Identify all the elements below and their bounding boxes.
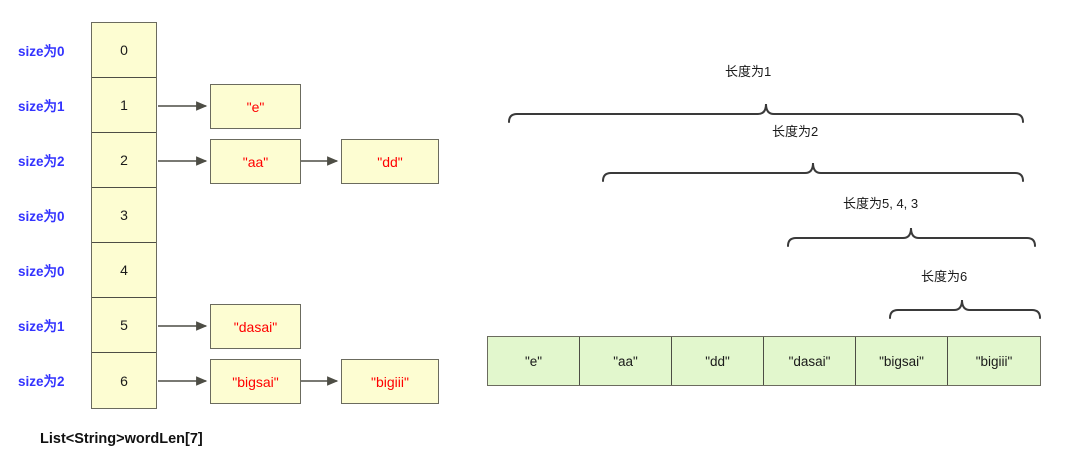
node-box-e[interactable]: "e" — [210, 84, 301, 129]
array-cell-4[interactable]: 4 — [92, 243, 156, 298]
brace-label-length-6: 长度为6 — [921, 269, 968, 284]
brace-label-length-5-4-3: 长度为5, 4, 3 — [843, 196, 919, 211]
array-cell-3[interactable]: 3 — [92, 188, 156, 243]
node-box-bigsai[interactable]: "bigsai" — [210, 359, 301, 404]
brace-length-2 — [602, 162, 1024, 182]
array-cell-2[interactable]: 2 — [92, 133, 156, 188]
size-label-0: size为0 — [18, 44, 65, 59]
array-cell-5[interactable]: 5 — [92, 298, 156, 353]
result-cell-2[interactable]: "dd" — [672, 337, 764, 385]
size-label-6: size为2 — [18, 374, 65, 389]
array-cell-1[interactable]: 1 — [92, 78, 156, 133]
array-caption: List<String>wordLen[7] — [40, 431, 203, 447]
array-cell-0[interactable]: 0 — [92, 23, 156, 78]
node-box-bigiii[interactable]: "bigiii" — [341, 359, 439, 404]
result-cell-0[interactable]: "e" — [488, 337, 580, 385]
size-label-3: size为0 — [18, 209, 65, 224]
brace-length-1 — [508, 103, 1024, 123]
node-box-dasai[interactable]: "dasai" — [210, 304, 301, 349]
result-cell-5[interactable]: "bigiii" — [975, 353, 1013, 369]
size-label-5: size为1 — [18, 319, 65, 334]
brace-label-length-1: 长度为1 — [725, 64, 772, 79]
word-len-array: 0 1 2 3 4 5 6 — [91, 22, 157, 409]
node-box-dd[interactable]: "dd" — [341, 139, 439, 184]
brace-label-length-2: 长度为2 — [772, 124, 819, 139]
size-label-4: size为0 — [18, 264, 65, 279]
size-label-1: size为1 — [18, 99, 65, 114]
result-cell-1[interactable]: "aa" — [580, 337, 672, 385]
brace-length-5-4-3 — [787, 227, 1036, 247]
sorted-result-row: "e" "aa" "dd" "dasai" "bigsai" "bigiii" — [487, 336, 1041, 386]
node-box-aa[interactable]: "aa" — [210, 139, 301, 184]
size-label-2: size为2 — [18, 154, 65, 169]
brace-length-6 — [889, 299, 1041, 319]
result-cell-4[interactable]: "bigsai" — [856, 337, 948, 385]
result-cell-3[interactable]: "dasai" — [764, 337, 856, 385]
array-cell-6[interactable]: 6 — [92, 353, 156, 408]
